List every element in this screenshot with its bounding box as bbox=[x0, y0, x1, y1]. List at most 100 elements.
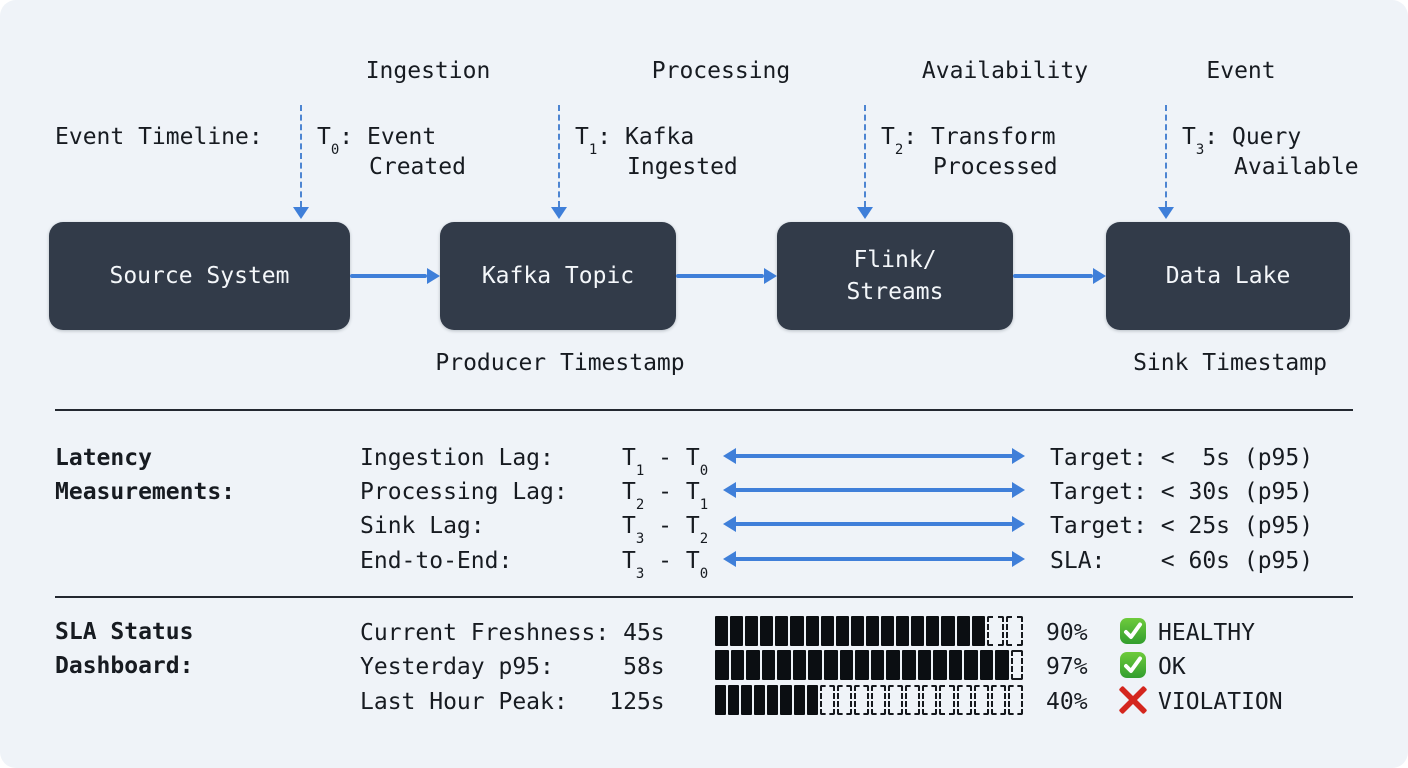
sla-metric-yesterday-p95: Yesterday p95: 58s bbox=[360, 654, 665, 680]
phase-label-processing: Processing bbox=[651, 58, 791, 84]
phase-label-availability: Availability bbox=[921, 58, 1089, 84]
formula-term: T bbox=[685, 479, 700, 505]
t0-symbol: T bbox=[317, 124, 331, 150]
bar-cell-filled bbox=[964, 650, 978, 680]
formula-term: T bbox=[685, 445, 700, 471]
bar-cell-filled bbox=[839, 650, 854, 680]
formula-term: T bbox=[622, 479, 636, 505]
formula-term: T bbox=[622, 548, 636, 574]
sla-metric-current-freshness: Current Freshness: 45s bbox=[360, 620, 665, 646]
sink-timestamp-note: Sink Timestamp bbox=[1133, 350, 1327, 376]
bar-cell-filled bbox=[855, 650, 869, 680]
bar-cell-filled bbox=[715, 616, 729, 646]
phase-label-ingestion: Ingestion bbox=[365, 58, 491, 84]
bar-cell-filled bbox=[901, 650, 916, 680]
t2-description-line2: Processed bbox=[933, 154, 1058, 180]
formula-subscript: 3 bbox=[635, 565, 645, 582]
lag-name-ingestion: Ingestion Lag: bbox=[360, 445, 554, 471]
lag-formula-ingestion: T1 - T0 bbox=[622, 443, 708, 478]
bar-cell-empty bbox=[986, 616, 1004, 646]
divider-bottom bbox=[55, 596, 1353, 598]
bar-cell-filled bbox=[971, 616, 985, 646]
phase-label-event: Event bbox=[1206, 58, 1276, 84]
bar-cell-filled bbox=[886, 650, 900, 680]
bar-cell-filled bbox=[730, 616, 744, 646]
formula-subscript: 2 bbox=[699, 530, 709, 547]
lag-span-arrow-4-icon bbox=[723, 551, 1025, 567]
bar-cell-filled bbox=[911, 616, 925, 646]
timestamp-arrowhead-t2-icon bbox=[857, 207, 873, 219]
t0-description-line2: Created bbox=[369, 154, 466, 180]
formula-subscript: 1 bbox=[635, 462, 645, 479]
flow-arrowhead-1-icon bbox=[427, 268, 440, 284]
sla-metric-last-hour-peak: Last Hour Peak: 125s bbox=[360, 689, 665, 715]
node-label: Kafka Topic bbox=[481, 263, 635, 289]
latency-section-label-line2: Measurements: bbox=[55, 479, 236, 505]
timestamp-arrow-t2-icon bbox=[864, 105, 866, 207]
lag-target-processing: Target: < 30s (p95) bbox=[1050, 479, 1314, 505]
bar-cell-empty bbox=[853, 685, 870, 715]
lag-formula-processing: T2 - T1 bbox=[622, 477, 708, 512]
bar-cell-filled bbox=[793, 685, 805, 715]
sla-status-ok: OK bbox=[1158, 654, 1186, 680]
sla-percent-current-freshness: 90% bbox=[1046, 620, 1088, 646]
t1-description: : Kafka bbox=[597, 124, 695, 150]
bar-cell-filled bbox=[933, 650, 947, 680]
formula-subscript: 1 bbox=[699, 496, 709, 513]
bar-cell-filled bbox=[761, 650, 776, 680]
bar-cell-filled bbox=[741, 685, 753, 715]
timestamp-arrowhead-t0-icon bbox=[293, 207, 309, 219]
divider-top bbox=[55, 409, 1353, 411]
bar-cell-empty bbox=[819, 685, 835, 715]
t3-description: : Query bbox=[1204, 124, 1302, 150]
lag-target-ingestion: Target: < 5s (p95) bbox=[1050, 445, 1314, 471]
bar-cell-filled bbox=[865, 616, 880, 646]
bar-cell-filled bbox=[777, 650, 791, 680]
bar-cell-filled bbox=[745, 616, 759, 646]
bar-cell-filled bbox=[948, 650, 963, 680]
bar-cell-empty bbox=[905, 685, 921, 715]
bar-cell-filled bbox=[805, 616, 819, 646]
formula-operator: - bbox=[644, 548, 686, 574]
formula-operator: - bbox=[644, 445, 686, 471]
t3-subscript: 3 bbox=[1195, 141, 1205, 158]
lag-formula-end-to-end: T3 - T0 bbox=[622, 546, 708, 581]
healthy-check-icon bbox=[1119, 617, 1147, 645]
bar-cell-filled bbox=[746, 650, 760, 680]
sla-status-violation: VIOLATION bbox=[1158, 689, 1283, 715]
t1-symbol: T bbox=[575, 124, 589, 150]
latency-section-label-line1: Latency bbox=[55, 445, 152, 471]
lag-target-sink: Target: < 25s (p95) bbox=[1050, 513, 1314, 539]
bar-cell-filled bbox=[896, 616, 910, 646]
t0-description: : Event bbox=[339, 124, 437, 150]
formula-term: T bbox=[622, 513, 636, 539]
t2-subscript: 2 bbox=[894, 141, 904, 158]
flow-arrowhead-3-icon bbox=[1093, 268, 1106, 284]
bar-cell-empty bbox=[939, 685, 955, 715]
node-label: Data Lake bbox=[1165, 263, 1291, 289]
event-timeline-label: Event Timeline: bbox=[55, 124, 263, 150]
bar-cell-filled bbox=[917, 650, 932, 680]
formula-term: T bbox=[622, 445, 636, 471]
t1-description-line2: Ingested bbox=[627, 154, 738, 180]
node-label-line2: Streams bbox=[846, 279, 944, 305]
t3-description-line2: Available bbox=[1234, 154, 1359, 180]
timestamp-arrowhead-t3-icon bbox=[1158, 207, 1174, 219]
bar-cell-filled bbox=[792, 650, 807, 680]
t1-subscript: 1 bbox=[588, 141, 598, 158]
bar-cell-filled bbox=[824, 650, 838, 680]
sla-bar-yesterday-p95 bbox=[715, 650, 1023, 680]
t0-subscript: 0 bbox=[330, 141, 340, 158]
pipeline-node-kafka-topic: Kafka Topic bbox=[440, 222, 676, 330]
pipeline-node-flink-streams: Flink/Streams bbox=[777, 222, 1013, 330]
bar-cell-filled bbox=[754, 685, 766, 715]
lag-span-arrow-2-icon bbox=[723, 482, 1025, 498]
formula-subscript: 0 bbox=[699, 462, 709, 479]
bar-cell-filled bbox=[835, 616, 849, 646]
sla-section-label-line2: Dashboard: bbox=[55, 653, 194, 679]
bar-cell-filled bbox=[941, 616, 955, 646]
